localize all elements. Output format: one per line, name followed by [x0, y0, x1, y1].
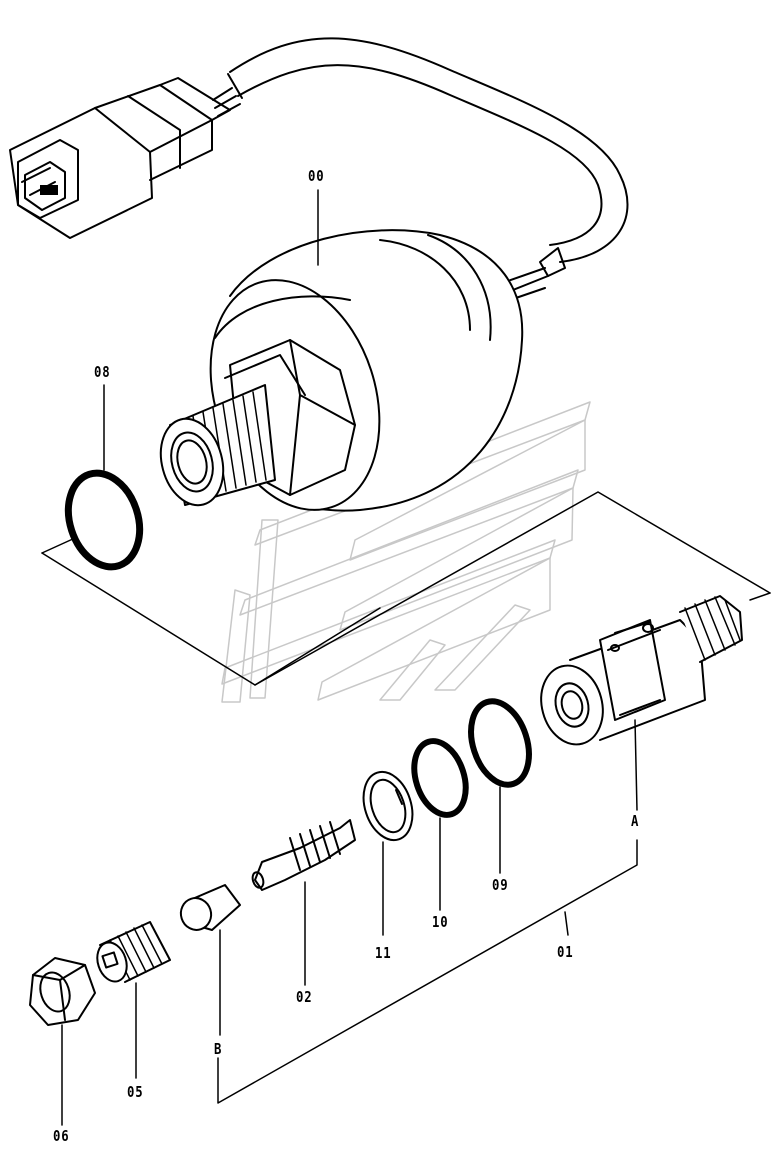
callout-01: 01: [557, 943, 574, 961]
callout-09: 09: [492, 876, 509, 894]
callout-10: 10: [432, 913, 449, 931]
poppet-02: [251, 819, 356, 891]
reference-plane: [41, 491, 771, 686]
o-ring-08: [64, 469, 144, 571]
valve-body-a: [540, 595, 743, 746]
backup-ring-11: [362, 770, 414, 842]
o-ring-10: [411, 738, 469, 818]
o-ring-09: [468, 698, 532, 788]
callout-11: 11: [375, 944, 392, 962]
watermark-logo: [221, 401, 591, 703]
callout-00: 00: [308, 167, 325, 185]
callout-08: 08: [94, 363, 111, 381]
wire-connector: [9, 77, 231, 239]
adjusting-screw-05: [96, 921, 171, 983]
pressure-sensor-body: [159, 229, 524, 512]
callout-06: 06: [53, 1127, 70, 1145]
sensor-cable: [212, 37, 629, 301]
callout-b: B: [214, 1040, 223, 1058]
callout-02: 02: [296, 988, 313, 1006]
leader-lines: [61, 189, 638, 1126]
lock-nut-06: [29, 957, 96, 1026]
callout-05: 05: [127, 1083, 144, 1101]
seat-b: [179, 884, 241, 931]
callout-a: A: [631, 812, 640, 830]
